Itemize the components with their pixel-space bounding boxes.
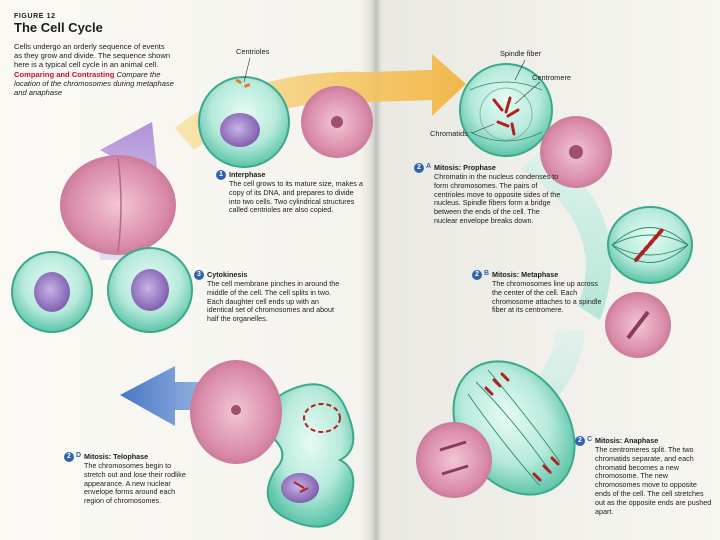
- comparing-text: Compare the location of the chromosomes …: [14, 69, 174, 98]
- stage-interphase: 1 Interphase The cell grows to its matur…: [216, 170, 366, 230]
- stage-telophase: 2 D Mitosis: Telophase The chromosomes b…: [64, 452, 190, 512]
- label-centromere: Centromere: [532, 73, 572, 82]
- stage-number: 2: [414, 163, 424, 173]
- stage-text: Chromatin in the nucleus condenses to fo…: [434, 172, 561, 225]
- stage-text: The chromosomes begin to stretch out and…: [84, 461, 186, 506]
- stage-title: Mitosis: Prophase: [434, 163, 496, 172]
- stage-letter: D: [76, 452, 82, 459]
- stage-title: Interphase: [229, 170, 266, 179]
- stage-letter: C: [587, 436, 593, 443]
- stage-cytokinesis: 3 Cytokinesis The cell membrane pinches …: [194, 270, 344, 330]
- figure-intro: Cells undergo an orderly sequence of eve…: [14, 42, 174, 97]
- stage-number: 2: [64, 452, 74, 462]
- interphase-cell: [198, 76, 290, 168]
- stage-anaphase: 2 C Mitosis: Anaphase The centromeres sp…: [575, 436, 715, 526]
- intro-text: Cells undergo an orderly sequence of eve…: [14, 42, 171, 70]
- stage-title: Cytokinesis: [207, 270, 248, 279]
- stage-metaphase: 2 B Mitosis: Metaphase The chromosomes l…: [472, 270, 602, 320]
- cytokinesis-cells: [11, 247, 193, 333]
- stage-number: 2: [472, 270, 482, 280]
- stage-letter: B: [484, 270, 490, 277]
- stage-prophase: 2 A Mitosis: Prophase Chromatin in the n…: [414, 163, 564, 233]
- stage-text: The centromeres split. The two chromatid…: [595, 445, 712, 516]
- telophase-cell: [266, 383, 355, 528]
- figure-title: The Cell Cycle: [14, 20, 103, 35]
- label-spindle-fiber: Spindle fiber: [500, 49, 542, 58]
- label-chromatids: Chromatids: [430, 129, 468, 138]
- stage-letter: A: [426, 163, 432, 170]
- anaphase-micrograph: [416, 422, 492, 498]
- stage-text: The chromosomes line up across the cente…: [492, 279, 602, 315]
- stage-text: The cell membrane pinches in around the …: [207, 279, 340, 324]
- cycle-band-right: [522, 150, 612, 320]
- stage-title: Mitosis: Metaphase: [492, 270, 559, 279]
- stage-number: 1: [216, 170, 226, 180]
- stage-title: Mitosis: Anaphase: [595, 436, 659, 445]
- cytokinesis-micrograph: [60, 155, 176, 255]
- metaphase-cell: [607, 206, 693, 284]
- figure-label: FIGURE 12: [14, 13, 56, 20]
- stage-text: The cell grows to its mature size, makes…: [229, 179, 363, 215]
- stage-number: 2: [575, 436, 585, 446]
- stage-title: Mitosis: Telophase: [84, 452, 149, 461]
- prophase-cell: [459, 63, 553, 157]
- comparing-heading: Comparing and Contrasting: [14, 69, 115, 79]
- page-gutter: [368, 0, 382, 540]
- label-centrioles: Centrioles: [236, 47, 270, 56]
- stage-number: 3: [194, 270, 204, 280]
- cycle-arrow-blue: [120, 366, 232, 426]
